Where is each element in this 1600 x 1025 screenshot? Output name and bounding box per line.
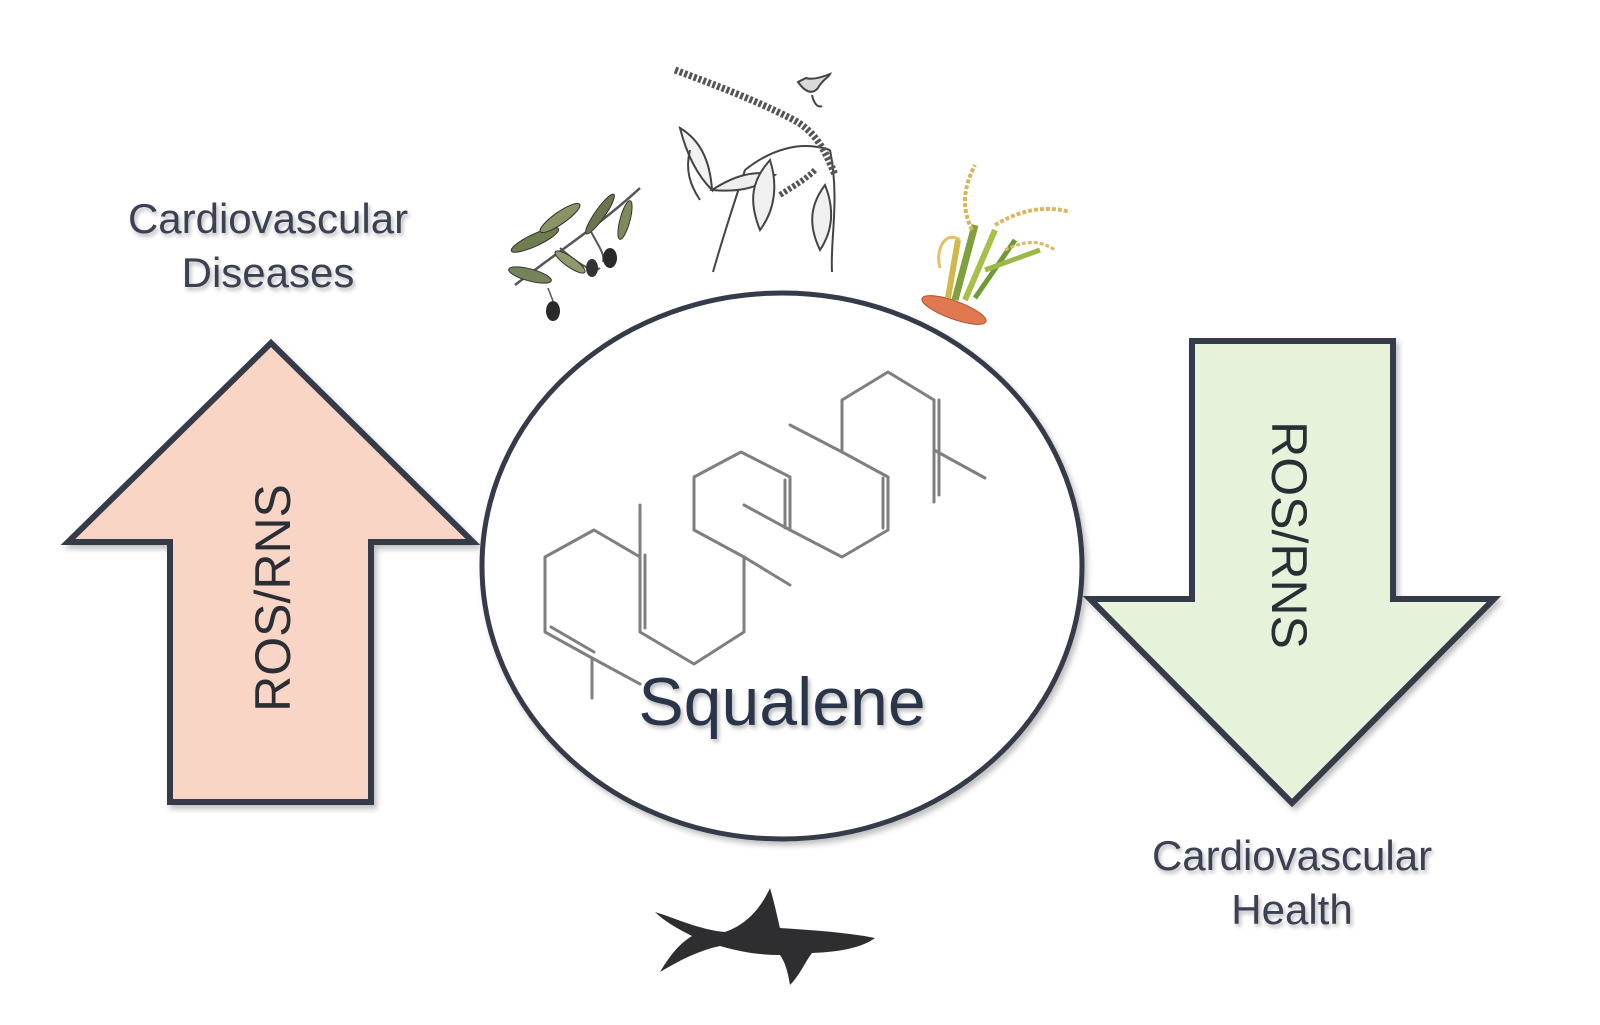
right-label-line2: Health (1231, 886, 1352, 933)
down-arrow: ROS/RNS (1082, 338, 1502, 808)
right-label: Cardiovascular Health (1152, 832, 1432, 933)
left-label-line2: Diseases (182, 249, 355, 296)
rice-plant-icon (921, 164, 1071, 325)
right-label-line1: Cardiovascular (1152, 832, 1432, 879)
squalene-molecule-icon (543, 370, 987, 700)
down-arrow-shape (1082, 338, 1502, 808)
shark-icon (655, 888, 875, 985)
down-arrow-label: ROS/RNS (1261, 421, 1317, 649)
up-arrow-label: ROS/RNS (245, 484, 301, 712)
olive-branch-icon (508, 187, 641, 321)
up-arrow-shape (60, 338, 481, 805)
squalene-title: Squalene (638, 664, 925, 740)
left-label-line1: Cardiovascular (128, 195, 408, 242)
left-label: Cardiovascular Diseases (128, 195, 408, 296)
squalene-circle (479, 290, 1085, 842)
up-arrow: ROS/RNS (60, 338, 481, 805)
amaranth-plant-icon (673, 66, 839, 273)
